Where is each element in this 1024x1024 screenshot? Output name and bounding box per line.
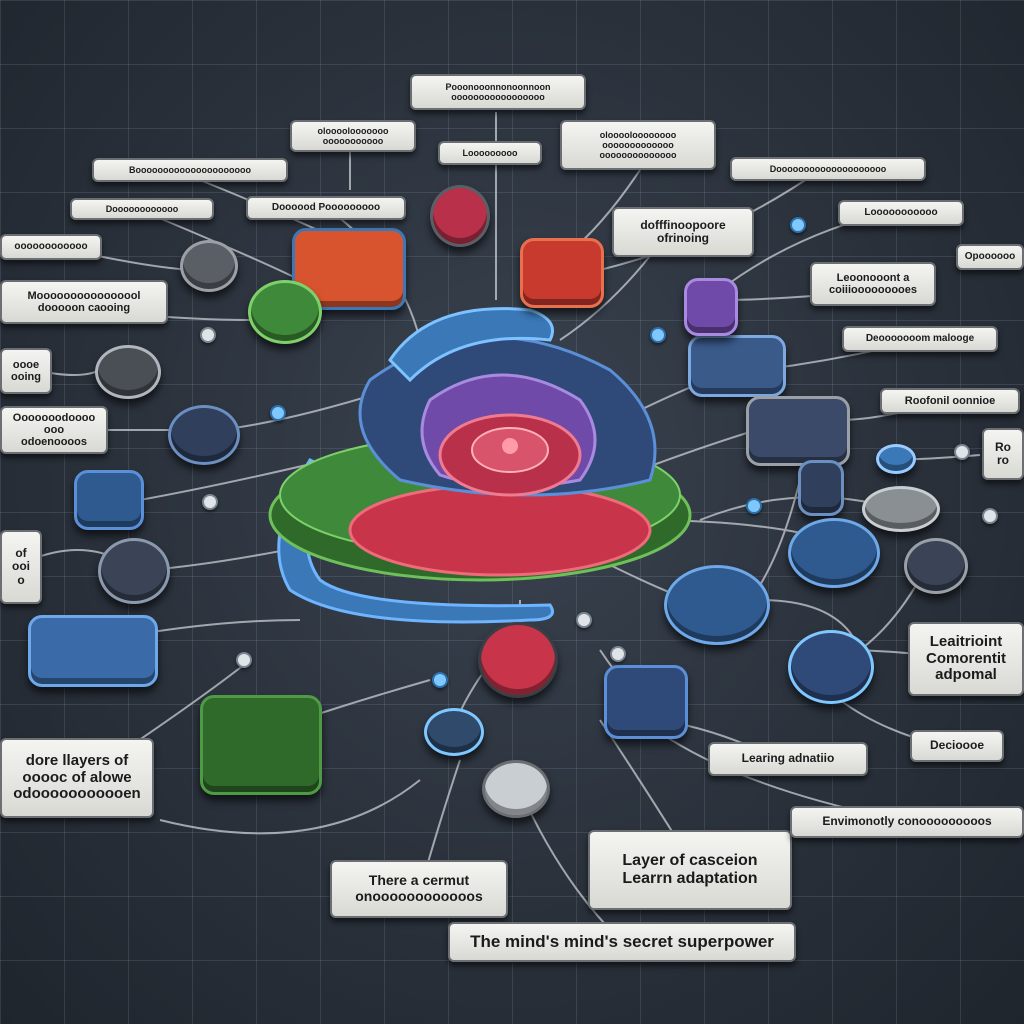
grey-gear-node-left <box>95 345 161 399</box>
gear-node-left <box>98 538 170 604</box>
connector-dot <box>746 498 762 514</box>
label-top-right-2: Doooooooooooooooooooo <box>730 157 926 181</box>
grey-disc-node <box>180 240 238 292</box>
red-cube-node <box>520 238 604 308</box>
label-top: Pooonooonnonoonnoon ooooooooooooooooo <box>410 74 586 110</box>
label-left-2: Moooooooooooooool dooooon caooing <box>0 280 168 324</box>
label-left-4: Ooooooodoooo ooo odoenoooos <box>0 406 108 454</box>
connector-dot <box>576 612 592 628</box>
label-right-2: Opoooooo <box>956 244 1024 270</box>
label-bottom-left: dore llayers of ooooc of alowe odooooooo… <box>0 738 154 818</box>
label-top-left-1: oloooolooooooo ooooooooooo <box>290 120 416 152</box>
green-disc-node <box>248 280 322 344</box>
grey-node-right <box>862 486 940 532</box>
footer-title: The mind's mind's secret superpower <box>448 922 796 962</box>
connector-dot <box>270 405 286 421</box>
label-right-3: Leoonooont a coiiiooooooooes <box>810 262 936 306</box>
connector-dot <box>200 327 216 343</box>
label-bottom-right-3: Envimonotly conooooooooos <box>790 806 1024 838</box>
blue-tiny-node <box>876 444 916 474</box>
central-mind-sculpture <box>268 307 692 624</box>
slate-small-node <box>798 460 844 516</box>
red-spiral-node <box>478 622 558 698</box>
connector-dot <box>650 327 666 343</box>
slate-node-left <box>168 405 240 465</box>
label-bottom-right-2: Decioooe <box>910 730 1004 762</box>
label-bottom-1: There a cermut onoooooooooooos <box>330 860 508 918</box>
connector-dot <box>954 444 970 460</box>
blue-node-left <box>74 470 144 530</box>
label-left-3: oooe ooing <box>0 348 52 394</box>
label-right-right-1: Leaitrioint Comorentit adpomal <box>908 622 1024 696</box>
blue-tablet-node <box>28 615 158 687</box>
connector-dot <box>202 494 218 510</box>
purple-node <box>684 278 738 336</box>
label-right-5: Roofonil oonnioe <box>880 388 1020 414</box>
connector-dot <box>432 672 448 688</box>
label-top-right-1: olooooloooooooo ooooooooooooo oooooooooo… <box>560 120 716 170</box>
blue-node-right <box>788 518 880 588</box>
label-left-5: of ooi o <box>0 530 42 604</box>
label-mid-left-1: Booooooooooooooooooooo <box>92 158 288 182</box>
blue-cluster-node <box>688 335 786 397</box>
label-bottom-2: Layer of casceion Learrn adaptation <box>588 830 792 910</box>
label-right-1: Looooooooooo <box>838 200 964 226</box>
blue-disc-node-center <box>664 565 770 645</box>
label-mid-left-3: Doooood Pooooooooo <box>246 196 406 220</box>
red-button-node <box>430 185 490 247</box>
connector-dot <box>236 652 252 668</box>
label-bottom-right-1: Learing adnatiio <box>708 742 868 776</box>
blue-shape-node <box>604 665 688 739</box>
green-block-node <box>200 695 322 795</box>
white-gear-node <box>482 760 550 818</box>
red-panel-node <box>746 396 850 466</box>
connector-dot <box>790 217 806 233</box>
label-mid-left-2: Doooooooooooo <box>70 198 214 220</box>
connector-dot <box>982 508 998 524</box>
label-right-4: Deooooooom malooge <box>842 326 998 352</box>
blue-cog-node <box>788 630 874 704</box>
label-top-left-2: Looooooooo <box>438 141 542 165</box>
slate-node-right <box>904 538 968 594</box>
label-center-top: dofffinoopoore ofrinoing <box>612 207 754 257</box>
label-left-1: oooooooooooo <box>0 234 102 260</box>
blue-small-node <box>424 708 484 756</box>
connector-dot <box>610 646 626 662</box>
label-right-6: Ro ro <box>982 428 1024 480</box>
